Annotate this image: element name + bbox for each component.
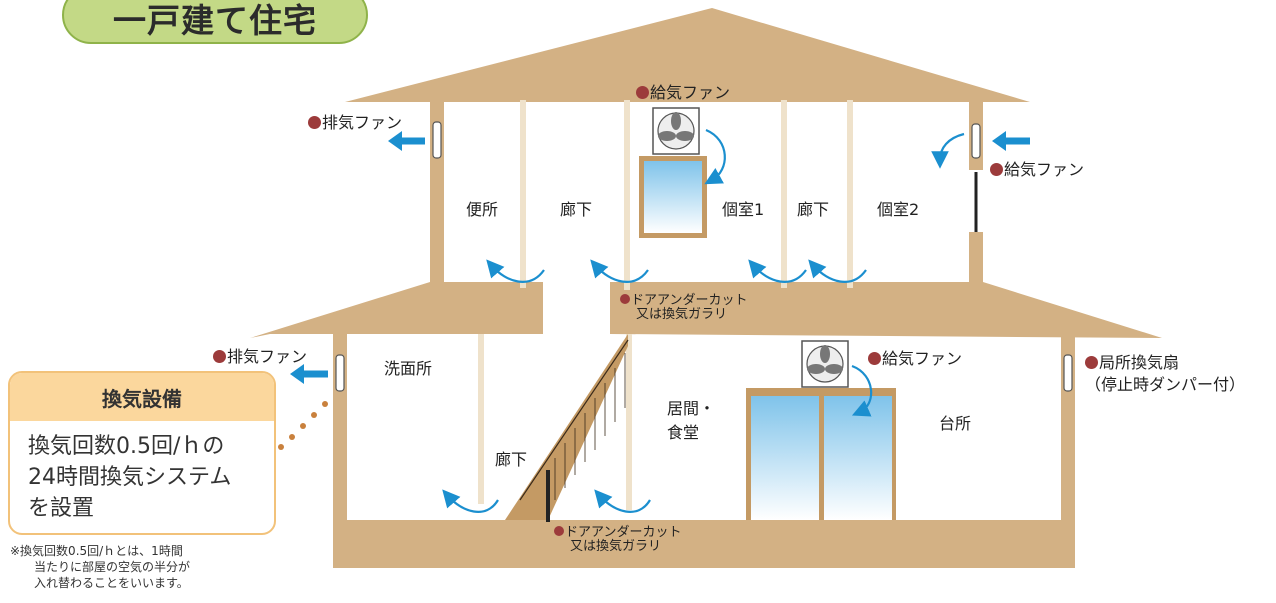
footnote: ※換気回数0.5回/ｈとは、1時間 当たりに部屋の空気の半分が 入れ替わることを…	[10, 544, 191, 590]
room-hallway-upper-2: 廊下	[797, 200, 830, 219]
panel-heading: 換気設備	[102, 386, 182, 411]
panel-line-3: を設置	[28, 496, 95, 521]
panel-header: 換気設備	[10, 373, 274, 421]
room-hallway-upper-1: 廊下	[560, 200, 593, 219]
room-kitchen: 台所	[939, 414, 972, 433]
title-pill: 一戸建て住宅	[62, 0, 368, 44]
supply-fan-lower-label: 給気ファン	[868, 345, 962, 369]
staircase	[505, 334, 628, 520]
lower-roof-right	[610, 282, 1162, 338]
panel-body: 換気回数0.5回/ｈの 24時間換気システム を設置	[10, 421, 274, 524]
upper-roof	[345, 8, 1030, 102]
room-living: 居間・ 食堂	[667, 399, 716, 442]
ventilation-panel: 換気設備 換気回数0.5回/ｈの 24時間換気システム を設置	[8, 371, 276, 535]
room-private-2: 個室2	[877, 200, 920, 219]
page-title: 一戸建て住宅	[113, 1, 317, 40]
panel-line-2: 24時間換気システム	[28, 465, 232, 490]
room-private-1: 個室1	[722, 200, 765, 219]
exhaust-fan-lower-label: 排気ファン	[213, 343, 307, 367]
panel-line-1: 換気回数0.5回/ｈの	[28, 434, 225, 459]
supply-fan-unit-lower	[801, 340, 849, 388]
exhaust-fan-upper-label: 排気ファン	[308, 109, 402, 133]
upper-right-wall-bottom	[969, 232, 983, 292]
supply-fan-right-label: 給気ファン	[990, 156, 1084, 180]
room-hallway-lower: 廊下	[495, 450, 528, 469]
room-toilet: 便所	[466, 200, 499, 219]
supply-fan-top-label: 給気ファン	[636, 79, 730, 103]
local-fan-label: 局所換気扇 （停止時ダンパー付）	[1085, 353, 1246, 394]
supply-fan-unit-top	[652, 107, 700, 155]
room-washroom: 洗面所	[384, 359, 433, 378]
foundation	[333, 520, 1075, 568]
door-undercut-upper-label: ドアアンダーカット 又は換気ガラリ	[620, 294, 747, 322]
door-undercut-lower-label: ドアアンダーカット 又は換気ガラリ	[554, 526, 681, 554]
lower-roof-left	[250, 282, 543, 338]
